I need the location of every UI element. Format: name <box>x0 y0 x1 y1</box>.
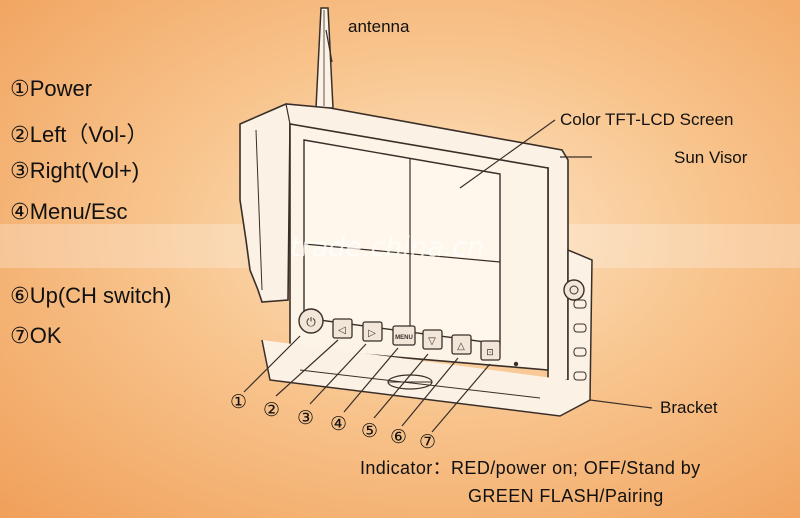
left-button-drawing <box>332 318 353 339</box>
button-number-2: ② <box>263 400 281 421</box>
sun-visor-label: Sun Visor <box>674 148 748 167</box>
svg-text:⊡: ⊡ <box>486 348 494 358</box>
button-number-4: ④ <box>330 414 348 435</box>
monitor-bezel-drawing <box>289 123 549 371</box>
up-button-drawing <box>451 334 472 355</box>
bracket-label: Bracket <box>660 398 718 417</box>
legend-item-right: ③Right(Vol+) <box>10 158 140 183</box>
button-number-5: ⑤ <box>361 421 379 442</box>
down-button-drawing <box>422 329 443 350</box>
indicator-note-line-1: Indicator：RED/power on; OFF/Stand by <box>360 458 701 478</box>
button-number-6: ⑥ <box>390 427 408 448</box>
button-number-7: ⑦ <box>419 432 437 453</box>
antenna-drawing <box>315 7 334 109</box>
menu-button-label: MENU <box>395 335 413 341</box>
menu-button-drawing <box>392 325 416 346</box>
ok-button-drawing <box>480 340 501 361</box>
screen-label: Color TFT-LCD Screen <box>560 110 734 129</box>
button-number-3: ③ <box>297 408 315 429</box>
legend-item-menu: ④Menu/Esc <box>10 199 128 224</box>
antenna-label: antenna <box>348 17 410 36</box>
front-buttons: ⏻ ◁ ▷ MENU ▽ △ ⊡ <box>298 308 501 361</box>
svg-text:△: △ <box>457 341 465 352</box>
indicator-note-line-2: GREEN FLASH/Pairing <box>468 486 664 506</box>
legend-item-power: ①Power <box>10 76 93 101</box>
watermark-text: trade.china.cn <box>290 232 485 263</box>
legend-item-ok: ⑦OK <box>10 323 62 348</box>
legend-item-left: ②Left（Vol-） <box>10 122 149 147</box>
leader-lines <box>243 29 653 433</box>
button-number-1: ① <box>230 392 248 413</box>
right-button-drawing <box>362 321 383 342</box>
power-button-drawing <box>298 308 324 334</box>
legend-item-up: ⑥Up(CH switch) <box>10 283 172 308</box>
svg-text:▷: ▷ <box>368 328 376 339</box>
svg-text:◁: ◁ <box>338 325 346 336</box>
svg-text:▽: ▽ <box>428 336 436 347</box>
svg-text:⏻: ⏻ <box>306 315 316 329</box>
